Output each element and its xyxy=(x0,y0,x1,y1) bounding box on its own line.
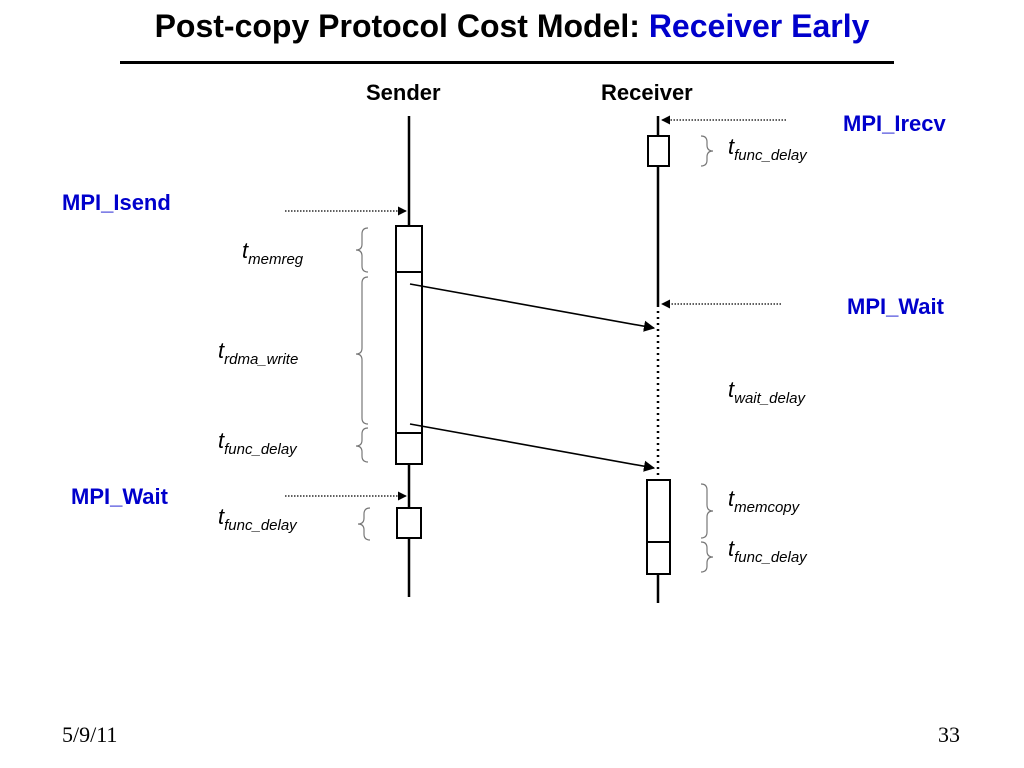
receiver-irecv-box xyxy=(647,135,670,167)
term-symbol: t xyxy=(242,238,249,263)
term-symbol: t xyxy=(728,486,735,511)
title-main: Post-copy Protocol Cost Model: xyxy=(154,8,649,44)
title-highlight: Receiver Early xyxy=(648,8,870,44)
slide-title: Post-copy Protocol Cost Model: Receiver … xyxy=(0,8,1024,45)
wait-delay-term: twait_delay xyxy=(728,377,805,407)
send-func-delay-brace-2 xyxy=(357,507,371,541)
term-subscript: rdma_write xyxy=(224,351,299,368)
term-symbol: t xyxy=(728,134,735,159)
footer-date: 5/9/11 xyxy=(62,722,118,747)
sender-func-delay-box-1 xyxy=(395,432,423,465)
footer-page-number: 33 xyxy=(938,722,960,747)
receiver-func-delay-box xyxy=(646,541,671,575)
memcopy-brace xyxy=(700,483,714,539)
term-symbol: t xyxy=(218,338,225,363)
sender-rdma-box xyxy=(395,271,423,434)
term-subscript: memreg xyxy=(248,251,304,268)
term-subscript: wait_delay xyxy=(734,390,806,407)
recv-func-delay-brace-2 xyxy=(700,541,714,573)
send-func-delay-term-2: tfunc_delay xyxy=(218,504,297,534)
term-symbol: t xyxy=(218,504,225,529)
term-symbol: t xyxy=(218,428,225,453)
term-subscript: func_delay xyxy=(734,147,807,164)
recv-func-delay-brace-1 xyxy=(700,135,714,167)
memreg-brace xyxy=(355,227,369,273)
term-symbol: t xyxy=(728,377,735,402)
rdma-write-brace xyxy=(355,276,369,425)
completion-message-arrow xyxy=(409,423,656,472)
rdma-write-term: trdma_write xyxy=(218,338,298,368)
recv-func-delay-term-1: tfunc_delay xyxy=(728,134,807,164)
term-subscript: memcopy xyxy=(734,499,800,516)
mpi-irecv-label: MPI_Irecv xyxy=(843,111,946,136)
term-subscript: func_delay xyxy=(224,441,297,458)
mpi-wait-receiver-label: MPI_Wait xyxy=(847,294,944,319)
receiver-lane-label: Receiver xyxy=(601,80,693,105)
mpi-wait-sender-label: MPI_Wait xyxy=(71,484,168,509)
rdma-write-message-arrow xyxy=(409,283,656,332)
mpi-isend-label: MPI_Isend xyxy=(62,190,171,215)
term-subscript: func_delay xyxy=(734,549,807,566)
recv-func-delay-term-2: tfunc_delay xyxy=(728,536,807,566)
memcopy-term: tmemcopy xyxy=(728,486,799,516)
send-func-delay-term-1: tfunc_delay xyxy=(218,428,297,458)
term-symbol: t xyxy=(728,536,735,561)
term-subscript: func_delay xyxy=(224,517,297,534)
title-underline xyxy=(120,61,894,64)
sender-memreg-box xyxy=(395,225,423,273)
send-func-delay-brace-1 xyxy=(355,427,369,463)
memreg-term: tmemreg xyxy=(242,238,303,268)
sender-lane-label: Sender xyxy=(366,80,441,105)
receiver-memcopy-box xyxy=(646,479,671,543)
sender-func-delay-box-2 xyxy=(396,507,422,539)
